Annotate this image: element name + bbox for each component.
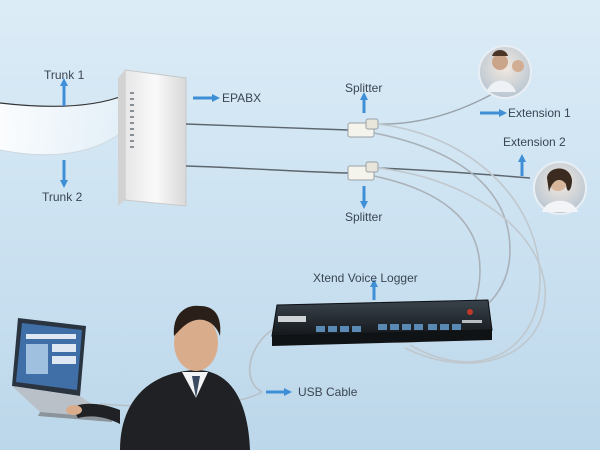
splitter-bottom-label: Splitter [345,210,383,224]
usb-label: USB Cable [298,385,358,399]
splitter-bottom [347,161,379,181]
epabx-device [118,69,187,207]
splitter-top-label: Splitter [345,81,383,95]
extension1-label: Extension 1 [508,106,571,120]
businessman [66,305,250,450]
trunk1-label: Trunk 1 [44,68,85,82]
extension2-avatar [533,161,587,215]
voice-logger-device [271,299,493,346]
trunk-line [0,94,126,107]
trunk2-label: Trunk 2 [42,190,83,204]
trunk-band [0,95,125,155]
epabx-label: EPABX [222,91,262,105]
logger-label: Xtend Voice Logger [313,271,418,285]
extension2-label: Extension 2 [503,135,566,149]
splitter-top [347,118,379,138]
extension1-avatar [478,45,532,99]
